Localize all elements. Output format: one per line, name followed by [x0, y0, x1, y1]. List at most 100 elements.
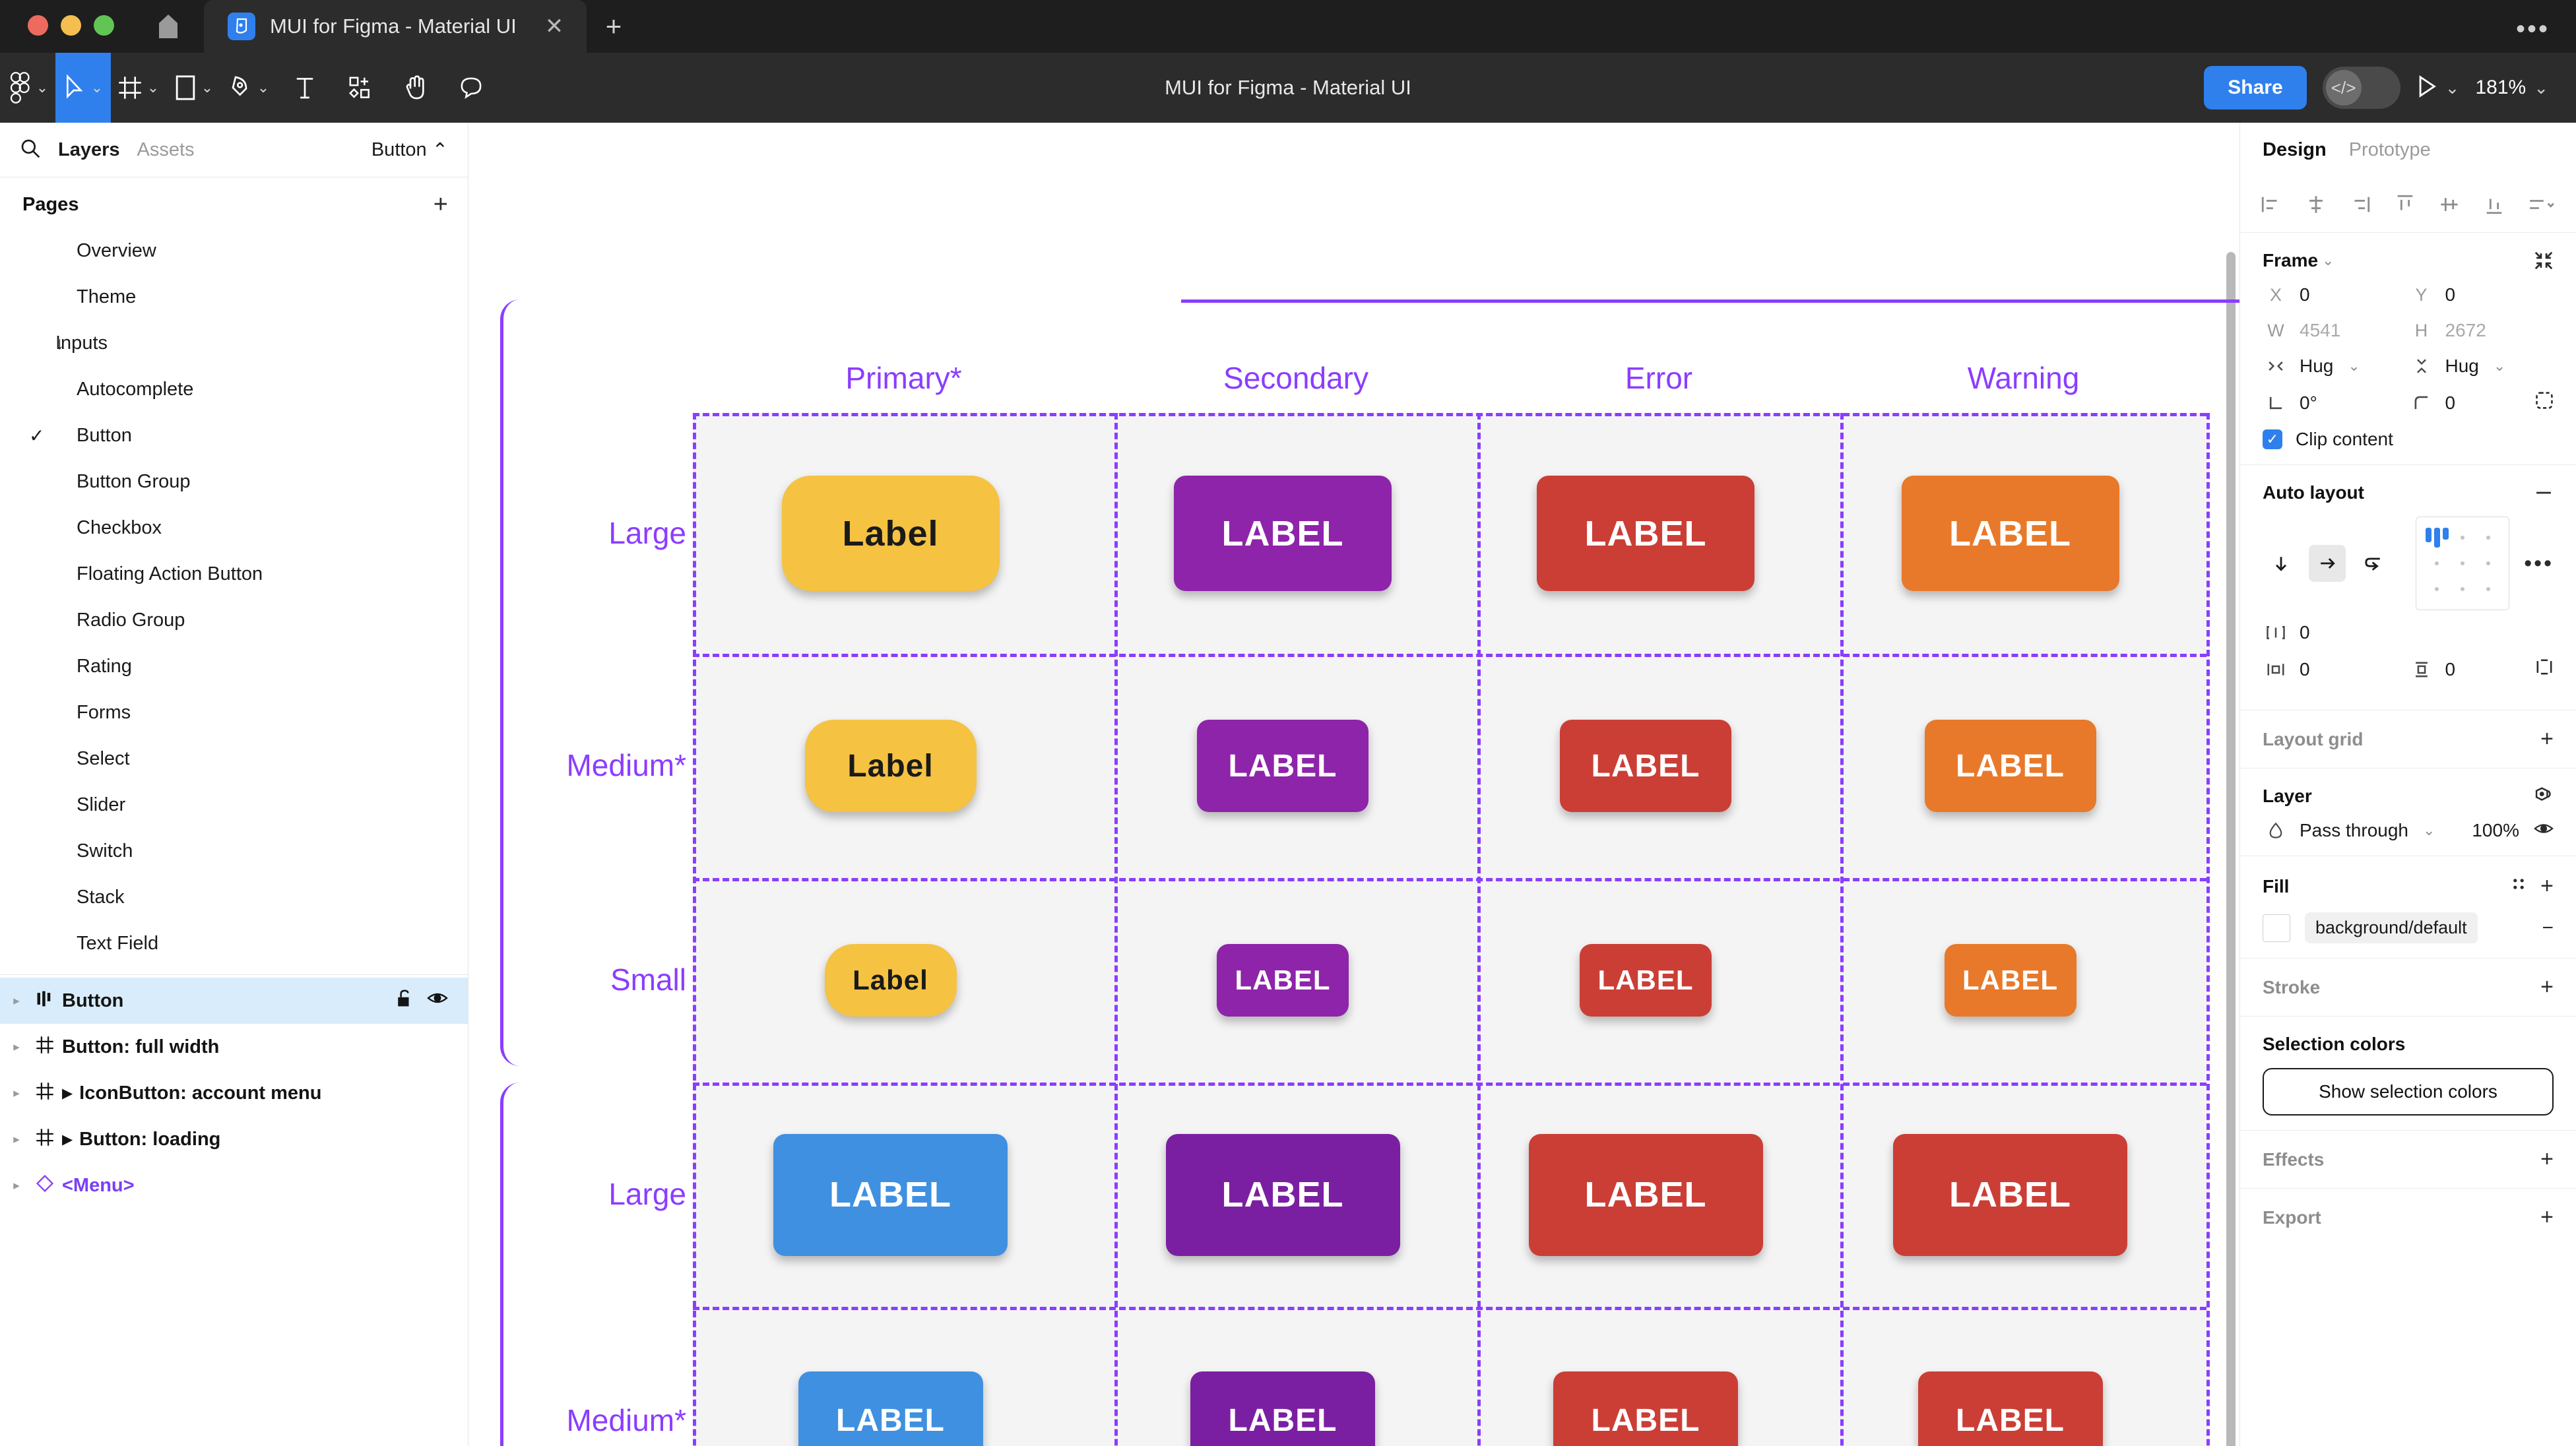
layer-row[interactable]: ▸Button: full width: [0, 1024, 468, 1070]
add-layout-grid-button[interactable]: +: [2540, 726, 2554, 751]
arrow-down-icon[interactable]: [2263, 545, 2300, 582]
canvas-button-error-3[interactable]: LABEL: [1893, 1133, 2127, 1256]
chevron-down-icon[interactable]: ⌄: [2534, 77, 2548, 98]
canvas-vertical-scrollbar[interactable]: [2226, 252, 2236, 1446]
page-item-inputs[interactable]: ↓Inputs: [0, 320, 468, 366]
canvas-button-secondary-2[interactable]: LABEL: [1217, 944, 1349, 1017]
tab-prototype[interactable]: Prototype: [2348, 139, 2431, 160]
align-pad-cell[interactable]: [2450, 576, 2476, 602]
add-stroke-button[interactable]: +: [2540, 974, 2554, 999]
wrap-icon[interactable]: [2355, 545, 2392, 582]
align-left-icon[interactable]: [2260, 193, 2282, 216]
breadcrumb[interactable]: Button ⌃: [371, 139, 448, 162]
page-item-forms[interactable]: Forms: [0, 689, 468, 736]
share-button[interactable]: Share: [2204, 66, 2307, 110]
align-pad-cell[interactable]: [2450, 525, 2476, 551]
page-item-autocomplete[interactable]: Autocomplete: [0, 366, 468, 412]
page-item-button-group[interactable]: Button Group: [0, 458, 468, 505]
individual-padding-icon[interactable]: [2535, 658, 2554, 681]
layer-style-icon[interactable]: [2534, 786, 2554, 806]
add-fill-button[interactable]: +: [2540, 873, 2554, 898]
close-icon[interactable]: ✕: [544, 14, 564, 39]
fill-swatch[interactable]: [2263, 914, 2290, 942]
alignment-pad[interactable]: [2416, 517, 2509, 610]
page-item-stack[interactable]: Stack: [0, 874, 468, 920]
chevron-down-icon[interactable]: ⌄: [2322, 252, 2334, 268]
chevron-down-icon[interactable]: ⌄: [2445, 77, 2460, 98]
canvas-button-error-0[interactable]: LABEL: [1537, 476, 1755, 591]
blend-mode-field[interactable]: Pass through ⌄: [2263, 820, 2443, 841]
figma-menu-button[interactable]: ⌄: [0, 53, 55, 123]
more-options-icon[interactable]: •••: [2524, 550, 2554, 576]
canvas-button-secondary-dark-4[interactable]: LABEL: [1190, 1371, 1375, 1446]
frame-corner-radius-field[interactable]: 0: [2408, 391, 2554, 414]
instance-triangle-icon[interactable]: ▶: [62, 1131, 73, 1147]
canvas-button-error-1[interactable]: LABEL: [1560, 720, 1731, 812]
page-item-radio-group[interactable]: Radio Group: [0, 597, 468, 643]
align-pad-cell[interactable]: [2475, 551, 2501, 577]
eye-icon[interactable]: [2534, 820, 2554, 841]
canvas-button-error-3[interactable]: LABEL: [1528, 1133, 1763, 1256]
page-item-slider[interactable]: Slider: [0, 782, 468, 828]
browser-tab[interactable]: MUI for Figma - Material UI ✕: [204, 0, 587, 53]
add-export-button[interactable]: +: [2540, 1205, 2554, 1230]
independent-corners-icon[interactable]: [2535, 391, 2554, 414]
canvas-button-primary-pill-0[interactable]: Label: [781, 476, 1000, 591]
align-pad-cell[interactable]: [2475, 576, 2501, 602]
collapse-icon[interactable]: [2534, 251, 2554, 270]
layer-row[interactable]: ▸▶Button: loading: [0, 1116, 468, 1162]
chevron-down-icon[interactable]: ⌄: [2493, 358, 2506, 374]
zoom-control[interactable]: 181% ⌄: [2475, 77, 2548, 99]
frame-rotation-field[interactable]: 0°: [2263, 393, 2408, 414]
page-item-select[interactable]: Select: [0, 736, 468, 782]
canvas-button-blue-3[interactable]: LABEL: [773, 1133, 1008, 1256]
frame-hug-width[interactable]: Hug ⌄: [2263, 356, 2408, 377]
clip-content-checkbox[interactable]: ✓: [2263, 429, 2282, 449]
figma-canvas[interactable]: Contained Primary*SecondaryErrorWarningL…: [468, 123, 2239, 1446]
show-selection-colors-button[interactable]: Show selection colors: [2263, 1068, 2554, 1116]
canvas-button-secondary-dark-3[interactable]: LABEL: [1165, 1133, 1400, 1256]
dev-mode-toggle[interactable]: </>: [2322, 67, 2400, 109]
page-item-switch[interactable]: Switch: [0, 828, 468, 874]
arrow-right-icon[interactable]: [2309, 545, 2346, 582]
align-vertical-center-icon[interactable]: [2438, 193, 2461, 216]
present-group[interactable]: ⌄: [2416, 75, 2460, 101]
new-tab-icon[interactable]: +: [605, 11, 622, 42]
frame-x-field[interactable]: X 0: [2263, 284, 2408, 305]
unlock-icon[interactable]: [395, 988, 412, 1013]
pen-tool-button[interactable]: ⌄: [222, 53, 277, 123]
frame-height-field[interactable]: H 2672: [2408, 320, 2554, 341]
layer-row[interactable]: ▸<Menu>: [0, 1162, 468, 1209]
instance-triangle-icon[interactable]: ▶: [62, 1085, 73, 1101]
align-top-icon[interactable]: [2394, 193, 2416, 216]
maximize-window-button[interactable]: [94, 15, 114, 36]
distribute-icon[interactable]: [2527, 193, 2556, 216]
align-bottom-icon[interactable]: [2483, 193, 2505, 216]
canvas-button-secondary-0[interactable]: LABEL: [1174, 476, 1392, 591]
canvas-button-error-2[interactable]: LABEL: [1580, 944, 1712, 1017]
frame-tool-button[interactable]: ⌄: [111, 53, 166, 123]
remove-auto-layout-button[interactable]: [2534, 483, 2554, 503]
four-dots-icon[interactable]: [2510, 875, 2527, 897]
tab-assets[interactable]: Assets: [137, 139, 195, 160]
align-pad-cell[interactable]: [2424, 525, 2450, 551]
canvas-button-warning-2[interactable]: LABEL: [1944, 944, 2077, 1017]
close-window-button[interactable]: [28, 15, 48, 36]
search-icon[interactable]: [20, 138, 41, 162]
layer-row[interactable]: ▸▶IconButton: account menu: [0, 1070, 468, 1116]
move-tool-button[interactable]: ⌄: [55, 53, 111, 123]
shape-tool-button[interactable]: ⌄: [166, 53, 222, 123]
horizontal-padding-field[interactable]: 0: [2263, 659, 2408, 680]
frame-width-field[interactable]: W 4541: [2263, 320, 2408, 341]
chevron-down-icon[interactable]: ⌄: [2348, 358, 2360, 374]
align-pad-cell[interactable]: [2450, 551, 2476, 577]
frame-hug-height[interactable]: Hug ⌄: [2408, 356, 2554, 377]
gap-field[interactable]: 0: [2263, 622, 2408, 643]
add-effect-button[interactable]: +: [2540, 1147, 2554, 1172]
page-item-text-field[interactable]: Text Field: [0, 920, 468, 966]
layer-row[interactable]: ▸Button: [0, 978, 468, 1024]
expand-caret-icon[interactable]: ▸: [13, 1086, 20, 1100]
page-item-button[interactable]: ✓Button: [0, 412, 468, 458]
minimize-window-button[interactable]: [61, 15, 81, 36]
frame-y-field[interactable]: Y 0: [2408, 284, 2554, 305]
